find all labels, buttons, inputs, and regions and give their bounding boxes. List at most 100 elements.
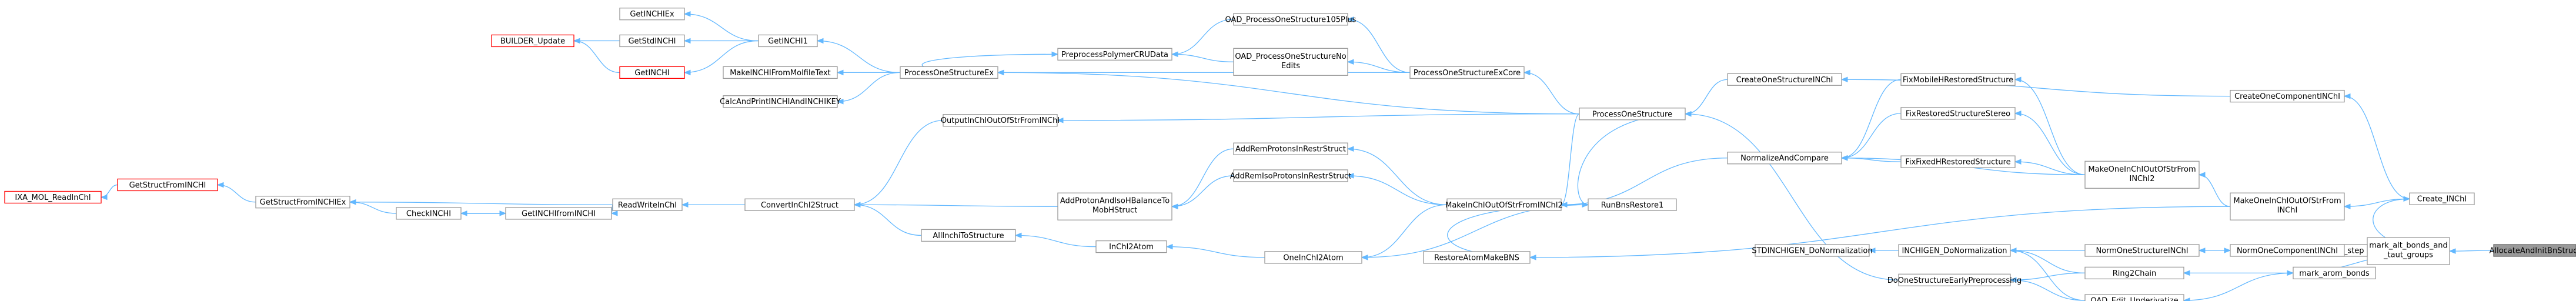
call-edge	[2010, 279, 2086, 301]
node-box	[1057, 192, 1172, 220]
call-edge	[2344, 95, 2410, 199]
node-box	[900, 66, 998, 79]
node-make-inchifrom-molfile-text[interactable]: MakeINCHIFromMolfileText	[723, 66, 838, 79]
node-label: Create_INChI	[2417, 195, 2467, 204]
node-mark-alt-bonds-and-taut-groups[interactable]: mark_alt_bonds_and_taut_groups	[2367, 237, 2450, 265]
node-label: OneInChI2Atom	[1283, 253, 1343, 262]
node-create-one-component-inch-i[interactable]: CreateOneComponentINChI	[2230, 89, 2345, 103]
node-builder-update[interactable]: BUILDER_Update	[491, 34, 574, 48]
call-edge	[817, 40, 901, 73]
node-fix-fixed-hrestored-structure[interactable]: FixFixedHRestoredStructure	[1900, 155, 2016, 168]
node-label: INCHIGEN_DoNormalization	[1902, 247, 2007, 256]
node-allocate-and-init-bn-struct[interactable]: AllocateAndInitBnStruct	[2490, 244, 2576, 257]
node-norm-one-component-inch-i[interactable]: NormOneComponentINChI	[2230, 244, 2345, 257]
node-label: GetINCHIfromINCHI	[522, 209, 596, 218]
node-ixa-mol-read-in-ch-i[interactable]: IXA_MOL_ReadInChI	[4, 190, 102, 204]
call-edge	[854, 204, 922, 236]
node-ring2-chain[interactable]: Ring2Chain	[2084, 266, 2184, 280]
node-label: Ring2Chain	[2113, 269, 2157, 278]
node-norm-one-structure-inch-i[interactable]: NormOneStructureINChI	[2084, 244, 2200, 257]
edge-arrowhead	[2014, 111, 2022, 116]
node-calc-and-print-inchiand-inchikey[interactable]: CalcAndPrintINCHIAndINCHIKEY	[720, 95, 841, 108]
node-process-one-structure[interactable]: ProcessOneStructure	[1579, 108, 1686, 121]
node-label: DoOneStructureEarlyPreprocessing	[1887, 276, 2022, 285]
node-label: OAD_ProcessOneStructure105Plus	[1225, 15, 1357, 24]
edge-arrowhead	[1523, 69, 1531, 76]
node-box	[758, 34, 818, 48]
node-label: CheckINCHI	[406, 209, 451, 218]
call-edge	[1841, 113, 1902, 159]
edge-arrowhead	[2343, 93, 2351, 99]
node-restore-atom-make-bns[interactable]: RestoreAtomMakeBNS	[1423, 251, 1531, 264]
node-box	[2084, 266, 2184, 280]
node-convert-in-ch-i2-struct[interactable]: ConvertInChI2Struct	[744, 198, 855, 211]
node-get-inchi[interactable]: GetINCHI	[619, 66, 685, 79]
call-edge	[854, 120, 944, 205]
call-edge	[1523, 72, 1580, 115]
node-create-one-structure-inch-i[interactable]: CreateOneStructureINChI	[1727, 73, 1842, 86]
node-label-line: Edits	[1281, 62, 1300, 71]
node-box	[1446, 198, 1562, 211]
call-edge	[1841, 158, 1902, 162]
node-create-inch-i[interactable]: Create_INChI	[2409, 192, 2475, 205]
node-process-one-structure-ex[interactable]: ProcessOneStructureEx	[900, 66, 998, 79]
node-box	[491, 34, 574, 48]
node-box	[1727, 73, 1842, 86]
edge-arrowhead	[1171, 51, 1178, 58]
node-fix-restored-structure-stereo[interactable]: FixRestoredStructureStereo	[1900, 107, 2016, 120]
edge-arrowhead	[1684, 111, 1692, 117]
edge-arrowhead	[1347, 16, 1354, 22]
node-do-one-structure-early-preprocessing[interactable]: DoOneStructureEarlyPreprocessing	[1887, 273, 2022, 286]
node-preprocess-polymer-crudata[interactable]: PreprocessPolymerCRUData	[1057, 48, 1172, 61]
call-edge	[1841, 79, 2231, 97]
node-oad-process-one-structure105-plus[interactable]: OAD_ProcessOneStructure105Plus	[1225, 13, 1357, 26]
node-in-ch-i2-atom[interactable]: InChI2Atom	[1095, 240, 1167, 253]
node-stdinchigen-do-normalization[interactable]: STDINCHIGEN_DoNormalization	[1752, 244, 1873, 257]
node-box	[2084, 294, 2184, 301]
node-get-inchi1[interactable]: GetINCHI1	[758, 34, 818, 48]
node-read-write-in-ch-i[interactable]: ReadWriteInChI	[612, 198, 683, 211]
node-output-in-ch-iout-of-str-from-inch-i[interactable]: OutputInChIOutOfStrFromINChI	[941, 114, 1060, 127]
node-box	[2230, 244, 2345, 257]
node-add-rem-iso-protons-in-restr-struct[interactable]: AddRemIsoProtonsInRestrStruct	[1230, 169, 1351, 182]
node-label: InChI2Atom	[1109, 243, 1154, 252]
node-box	[2084, 160, 2200, 189]
edge-arrowhead	[499, 210, 507, 216]
node-get-inchiex[interactable]: GetINCHIEx	[619, 8, 685, 21]
node-get-inchifrom-inchi[interactable]: GetINCHIfromINCHI	[505, 207, 612, 220]
node-box	[1095, 240, 1167, 253]
node-add-rem-protons-in-restr-struct[interactable]: AddRemProtonsInRestrStruct	[1233, 142, 1348, 155]
node-fix-mobile-hrestored-structure[interactable]: FixMobileHRestoredStructure	[1900, 73, 2016, 86]
edge-arrowhead	[997, 69, 1004, 76]
node-run-bns-restore1[interactable]: RunBnsRestore1	[1588, 198, 1677, 211]
node-check-inchi[interactable]: CheckINCHI	[396, 207, 462, 220]
node-mark-arom-bonds[interactable]: mark_arom_bonds	[2293, 266, 2376, 280]
node-all-inchi-to-structure[interactable]: AllInchiToStructure	[921, 229, 1016, 242]
node-box	[1755, 244, 1870, 257]
edge-arrowhead	[683, 11, 691, 17]
node-get-struct-from-inchi[interactable]: GetStructFromINCHI	[117, 178, 218, 192]
node-box	[744, 198, 855, 211]
node-label: NormOneComponentINChI	[2237, 247, 2338, 256]
node-process-one-structure-ex-core[interactable]: ProcessOneStructureExCore	[1409, 66, 1525, 79]
node-label: OutputInChIOutOfStrFromINChI	[941, 116, 1060, 125]
call-edge	[1347, 61, 1411, 73]
node-make-in-ch-iout-of-str-from-inch-i2[interactable]: MakeInChIOutOfStrFromINChI2	[1445, 198, 1563, 211]
node-box	[1233, 169, 1348, 182]
node-one-in-ch-i2-atom[interactable]: OneInChI2Atom	[1264, 251, 1362, 264]
call-edge	[1171, 148, 1234, 207]
node-get-std-inchi[interactable]: GetStdINCHI	[619, 34, 685, 48]
node-oad-edit-underivatize[interactable]: OAD_Edit_Underivatize	[2084, 294, 2184, 301]
call-edge	[2449, 250, 2494, 252]
node-get-struct-from-inchiex[interactable]: GetStructFromINCHIEx	[255, 196, 350, 209]
node-inchigen-do-normalization[interactable]: INCHIGEN_DoNormalization	[1898, 244, 2011, 257]
call-edge	[2014, 161, 2086, 175]
call-edge	[2183, 272, 2294, 301]
node-label: AllInchiToStructure	[933, 232, 1004, 240]
node-normalize-and-compare[interactable]: NormalizeAndCompare	[1727, 152, 1842, 165]
node-label: CreateOneStructureINChI	[1736, 76, 1833, 85]
